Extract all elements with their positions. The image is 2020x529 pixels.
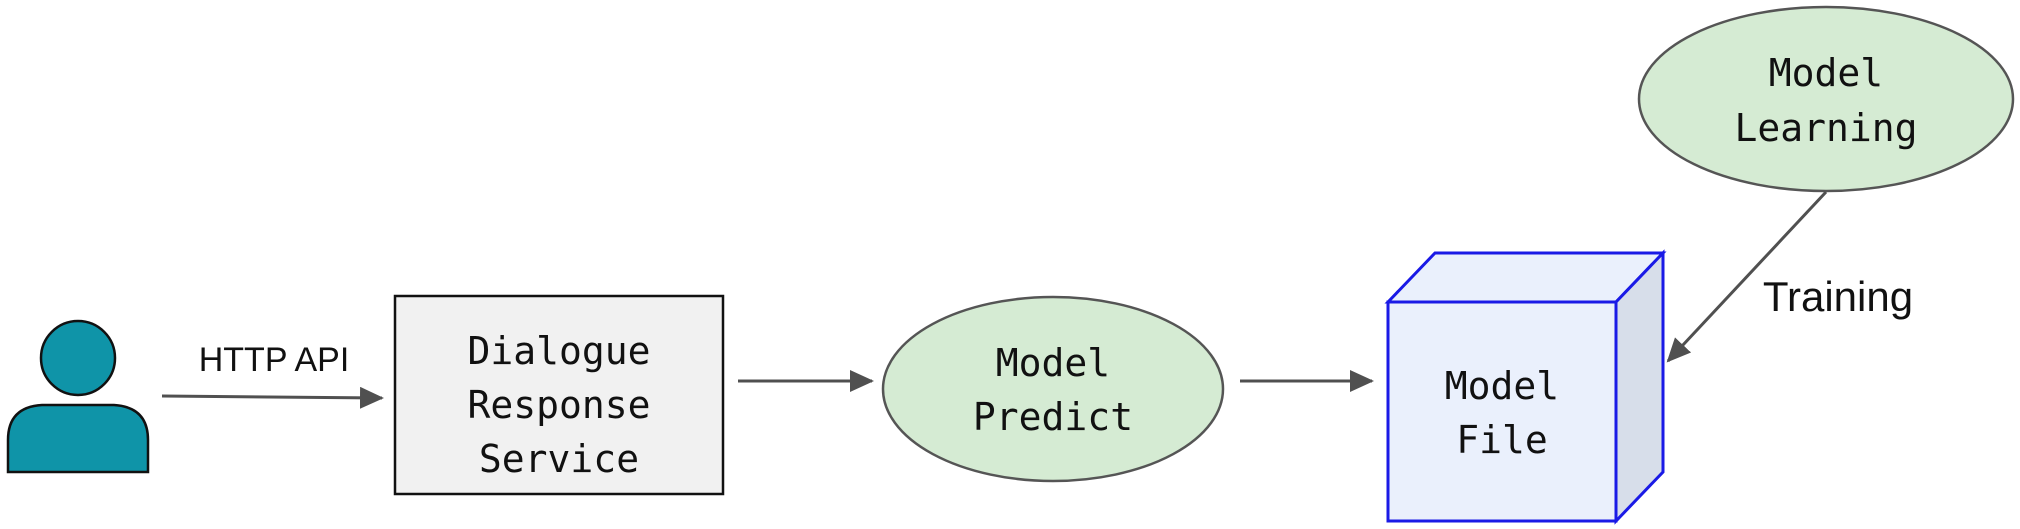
model-file-node: Model File [1384,249,1667,525]
file-line-1: Model [1445,364,1559,408]
learning-line-1: Model [1769,51,1883,95]
dialogue-line-1: Dialogue [467,329,650,373]
predict-line-1: Model [996,341,1110,385]
model-learning-node: Model Learning [1637,5,2015,193]
http-api-edge: HTTP API [161,341,384,409]
dialogue-line-3: Service [479,437,639,481]
dialogue-response-service-node: Dialogue Response Service [393,294,725,496]
training-edge: Training [1666,190,1913,363]
predict-line-2: Predict [973,395,1133,439]
model-predict-node: Model Predict [881,295,1225,483]
learning-line-2: Learning [1734,106,1917,150]
user-icon [6,319,150,474]
dialogue-line-2: Response [467,383,650,427]
file-line-2: File [1456,418,1548,462]
http-api-label: HTTP API [199,341,350,379]
training-label: Training [1763,273,1913,320]
